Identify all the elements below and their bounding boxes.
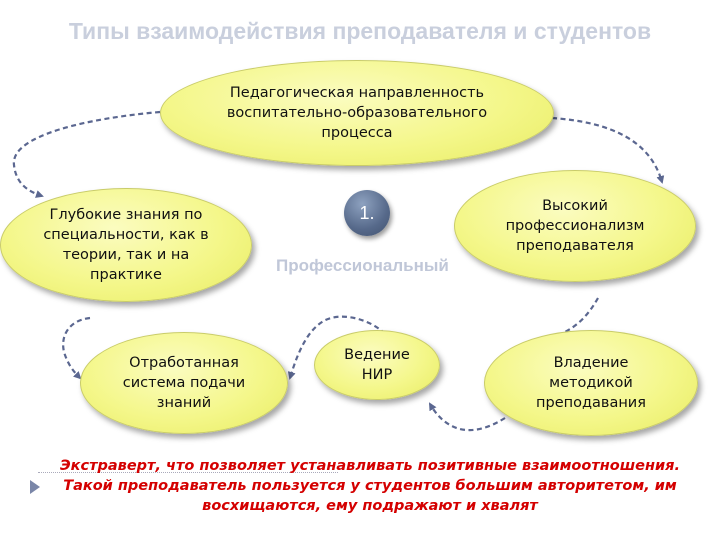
node-teaching-methodology: Владение методикой преподавания [484, 330, 698, 436]
node-research-work: Ведение НИР [314, 330, 440, 400]
interaction-type-label: Профессиональный [276, 256, 449, 275]
arrow-pedagogical-to-professionalism [551, 116, 665, 184]
divider-line [38, 472, 338, 473]
node-pedagogical-orientation: Педагогическая направленность воспитател… [160, 60, 554, 166]
slide-title: Типы взаимодействия преподавателя и студ… [68, 18, 652, 44]
play-arrow-icon[interactable] [30, 480, 40, 494]
arrow-research-to-system [287, 315, 386, 380]
arrow-professionalism-to-methodology [528, 297, 599, 347]
node-high-professionalism: Высокий профессионализм преподавателя [454, 170, 696, 282]
node-deep-knowledge: Глубокие знания по специальности, как в … [0, 188, 252, 302]
arrow-methodology-to-research [428, 402, 506, 432]
number-badge: 1. [344, 190, 390, 236]
description-note: Экстраверт, что позволяет устанавливать … [60, 458, 680, 514]
arrow-knowledge-to-system [62, 316, 91, 380]
node-knowledge-system: Отработанная система подачи знаний [80, 332, 288, 434]
arrow-pedagogical-to-knowledge [12, 110, 161, 198]
